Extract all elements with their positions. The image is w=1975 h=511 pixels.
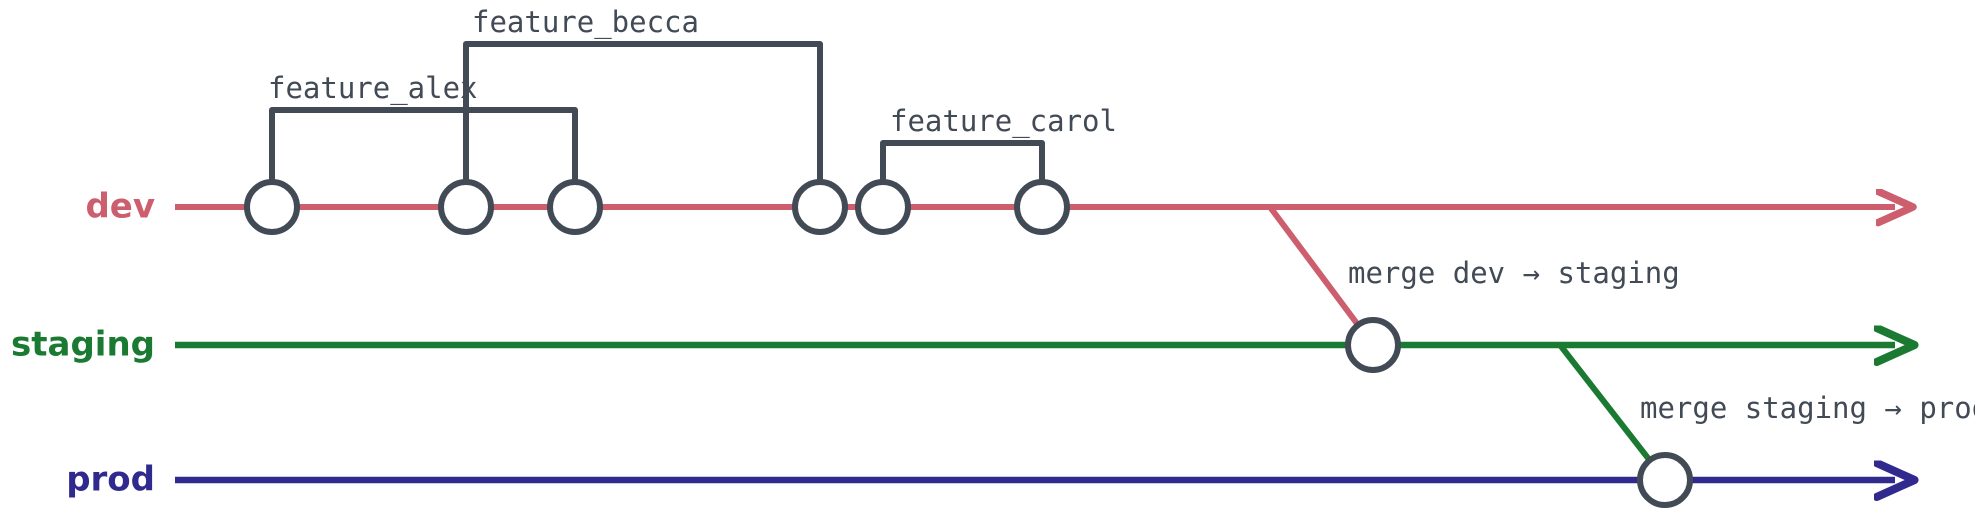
feature-label-alex: feature_alex bbox=[268, 71, 478, 106]
branch-label-dev[interactable]: dev bbox=[85, 187, 155, 227]
feature-brackets-group bbox=[269, 41, 1045, 210]
commit-node-dev-3[interactable] bbox=[547, 179, 603, 235]
commit-node-staging-merge[interactable] bbox=[1345, 317, 1401, 373]
commit-node-dev-1[interactable] bbox=[244, 179, 300, 235]
branch-lines-group bbox=[175, 207, 1895, 480]
commit-node-dev-5[interactable] bbox=[855, 179, 911, 235]
branch-label-staging[interactable]: staging bbox=[11, 325, 155, 365]
branch-label-prod[interactable]: prod bbox=[66, 460, 155, 500]
commit-node-dev-2[interactable] bbox=[438, 179, 494, 235]
feature-labels-group: feature_alex feature_becca feature_carol bbox=[268, 5, 1117, 139]
merge-line-staging-to-prod[interactable] bbox=[1557, 342, 1668, 483]
commit-nodes-group bbox=[244, 179, 1693, 508]
feature-bracket-alex[interactable] bbox=[269, 107, 578, 210]
merge-line-dev-to-staging[interactable] bbox=[1267, 204, 1376, 348]
branch-labels-group: dev staging prod bbox=[11, 187, 155, 500]
merge-connectors-group bbox=[1267, 204, 1668, 483]
merge-labels-group: merge dev → staging merge staging → prod bbox=[1348, 256, 1975, 425]
commit-node-dev-6[interactable] bbox=[1014, 179, 1070, 235]
feature-bracket-carol[interactable] bbox=[880, 140, 1045, 210]
commit-node-prod-merge[interactable] bbox=[1637, 452, 1693, 508]
merge-label-staging-prod: merge staging → prod bbox=[1640, 391, 1975, 425]
commit-node-dev-4[interactable] bbox=[792, 179, 848, 235]
feature-label-becca: feature_becca bbox=[472, 5, 699, 40]
merge-label-dev-staging: merge dev → staging bbox=[1348, 256, 1680, 290]
feature-label-carol: feature_carol bbox=[890, 104, 1117, 139]
feature-bracket-becca[interactable] bbox=[463, 41, 823, 210]
